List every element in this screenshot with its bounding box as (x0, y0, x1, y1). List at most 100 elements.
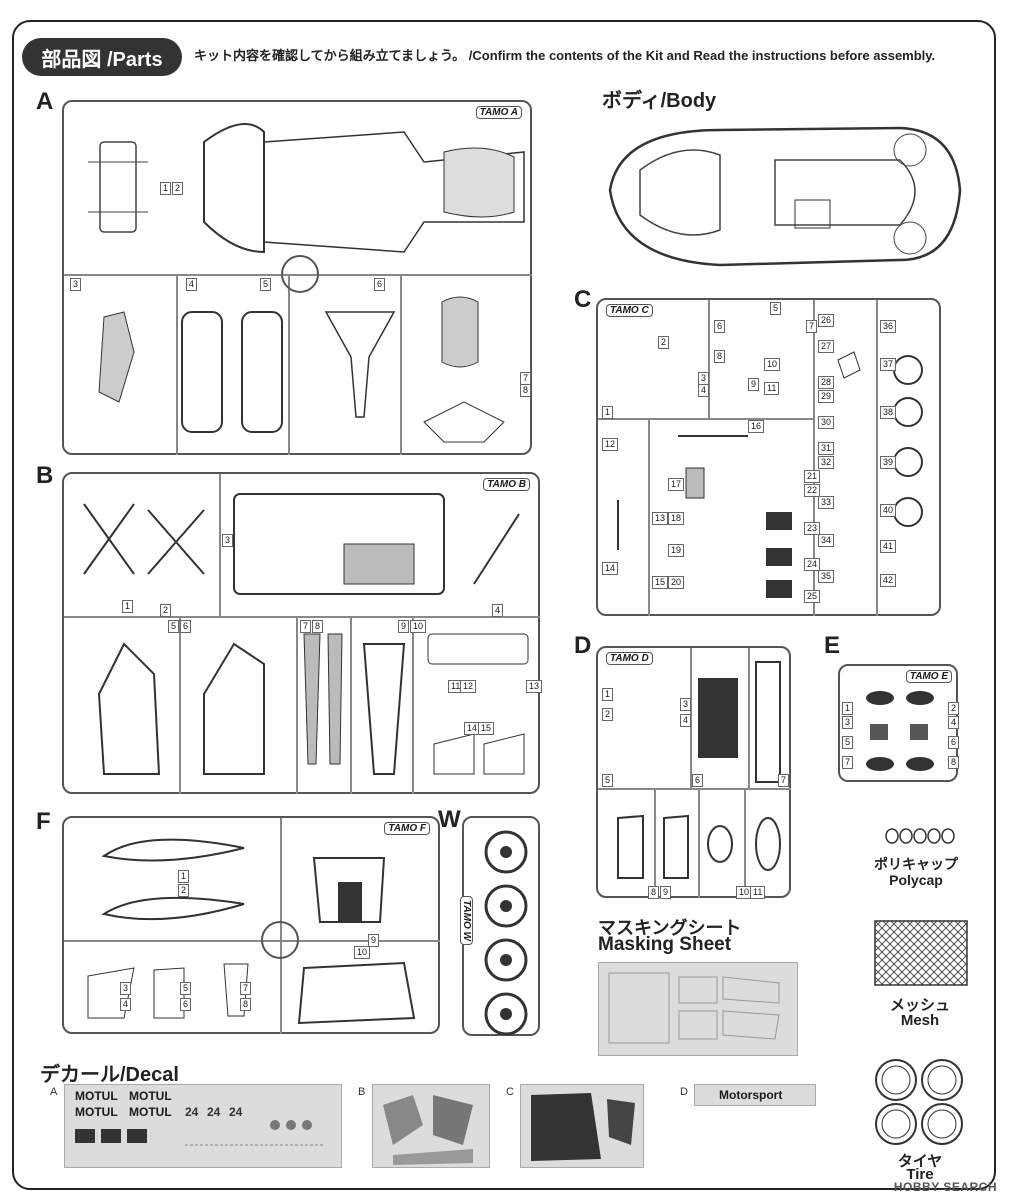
part-number: 12 (602, 438, 619, 451)
sprue-f-logo: TAMO F (384, 822, 430, 835)
part-number: 8 (948, 756, 960, 769)
part-number: 10 (764, 358, 781, 371)
part-number: 34 (818, 534, 835, 547)
polycap-drawing (885, 828, 955, 844)
part-number: 12 (460, 680, 477, 693)
decal-sheet-label: D (680, 1086, 688, 1098)
sprue-w: TAMO W (459, 816, 540, 1036)
part-number: 5 (602, 774, 614, 787)
part-number: 3 (222, 534, 234, 547)
part-number: 21 (804, 470, 821, 483)
part-number: 3 (842, 716, 854, 729)
part-number: 4 (492, 604, 504, 617)
body-drawing (608, 126, 962, 267)
part-number: 6 (374, 278, 386, 291)
part-number: 9 (748, 378, 760, 391)
decal-sheet-label: B (358, 1086, 366, 1098)
part-number: 4 (120, 998, 132, 1011)
part-number: 5 (842, 736, 854, 749)
part-number: 10 (410, 620, 427, 633)
part-number: 1 (160, 182, 172, 195)
decal-sheet-label: C (506, 1086, 514, 1098)
part-number: 6 (180, 620, 192, 633)
decal-sheet-c (520, 1084, 644, 1168)
part-number: 23 (804, 522, 821, 535)
decal-title: デカール/Decal (40, 1064, 179, 1086)
body-label: ボディ/Body (602, 90, 717, 112)
sprue-d-parts (617, 661, 781, 879)
header-note: キット内容を確認してから組み立てましょう。 /Confirm the conte… (194, 48, 936, 63)
part-number: 32 (818, 456, 835, 469)
mesh-en: Mesh (900, 1012, 940, 1029)
sprue-b: TAMO B 1 2 3 4 5 6 7 8 9 10 11 12 13 14 … (62, 472, 543, 794)
part-number: 2 (172, 182, 184, 195)
part-number: 10 (354, 946, 371, 959)
part-number: 11 (764, 382, 780, 395)
part-number: 8 (520, 384, 532, 397)
part-number: 25 (804, 590, 821, 603)
part-number: 1 (602, 688, 614, 701)
mesh-drawing (874, 920, 968, 986)
sprue-e: TAMO E 1 2 3 4 5 6 7 8 (838, 664, 960, 782)
decal-text: MOTUL (75, 1089, 118, 1103)
sprue-b-parts (83, 493, 529, 775)
part-number: 6 (692, 774, 704, 787)
masking-sheet (598, 962, 798, 1056)
decal-sheet-b (372, 1084, 490, 1168)
part-number: 6 (180, 998, 192, 1011)
sprue-d-logo: TAMO D (606, 652, 653, 665)
part-number: 33 (818, 496, 835, 509)
sprue-a-logo: TAMO A (475, 106, 522, 119)
part-number: 30 (818, 416, 835, 429)
sprue-a-parts (88, 123, 525, 443)
sprue-c-letter: C (574, 286, 592, 313)
part-number: 1 (178, 870, 190, 883)
part-number: 2 (178, 884, 190, 897)
polycap-en: Polycap (889, 872, 943, 888)
sprue-a: TAMO A 1 2 3 4 5 6 7 8 (62, 100, 532, 455)
part-number: 7 (300, 620, 312, 633)
tire-jp: タイヤ (897, 1153, 943, 1170)
tire-en: Tire (906, 1166, 934, 1183)
part-number: 2 (948, 702, 960, 715)
part-number: 15 (478, 722, 495, 735)
part-number: 9 (398, 620, 410, 633)
part-number: 9 (660, 886, 672, 899)
part-number: 8 (312, 620, 324, 633)
part-number: 7 (778, 774, 790, 787)
part-number: 13 (652, 512, 669, 525)
sprue-f-letter: F (36, 808, 51, 835)
sprue-a-letter: A (36, 88, 54, 115)
part-number: 3 (70, 278, 82, 291)
part-number: 15 (652, 576, 669, 589)
part-number: 3 (680, 698, 692, 711)
part-number: 7 (842, 756, 854, 769)
decal-text: 24 (207, 1105, 221, 1119)
part-number: 13 (526, 680, 543, 693)
sprue-e-logo: TAMO E (905, 670, 952, 683)
part-number: 1 (602, 406, 614, 419)
decal-sheet-a: MOTUL MOTUL MOTUL MOTUL 24 24 24 (64, 1084, 342, 1168)
masking-en: Masking Sheet (598, 934, 732, 955)
part-number: 7 (806, 320, 818, 333)
part-number: 8 (240, 998, 252, 1011)
masking-jp: マスキングシート (598, 918, 742, 938)
part-number: 18 (668, 512, 685, 525)
part-number: 22 (804, 484, 821, 497)
part-number: 8 (714, 350, 726, 363)
part-number: 26 (818, 314, 835, 327)
part-number: 1 (122, 600, 134, 613)
part-number: 6 (948, 736, 960, 749)
part-number: 14 (602, 562, 619, 575)
part-number: 2 (658, 336, 670, 349)
part-number: 8 (648, 886, 660, 899)
decal-text: MOTUL (129, 1089, 172, 1103)
mesh-jp: メッシュ (889, 997, 950, 1014)
part-number: 3 (120, 982, 132, 995)
part-number: 7 (240, 982, 252, 995)
part-number: 16 (748, 420, 765, 433)
part-number: 1 (842, 702, 854, 715)
part-number: 4 (680, 714, 692, 727)
part-number: 27 (818, 340, 835, 353)
sprue-f-parts (87, 838, 416, 1025)
